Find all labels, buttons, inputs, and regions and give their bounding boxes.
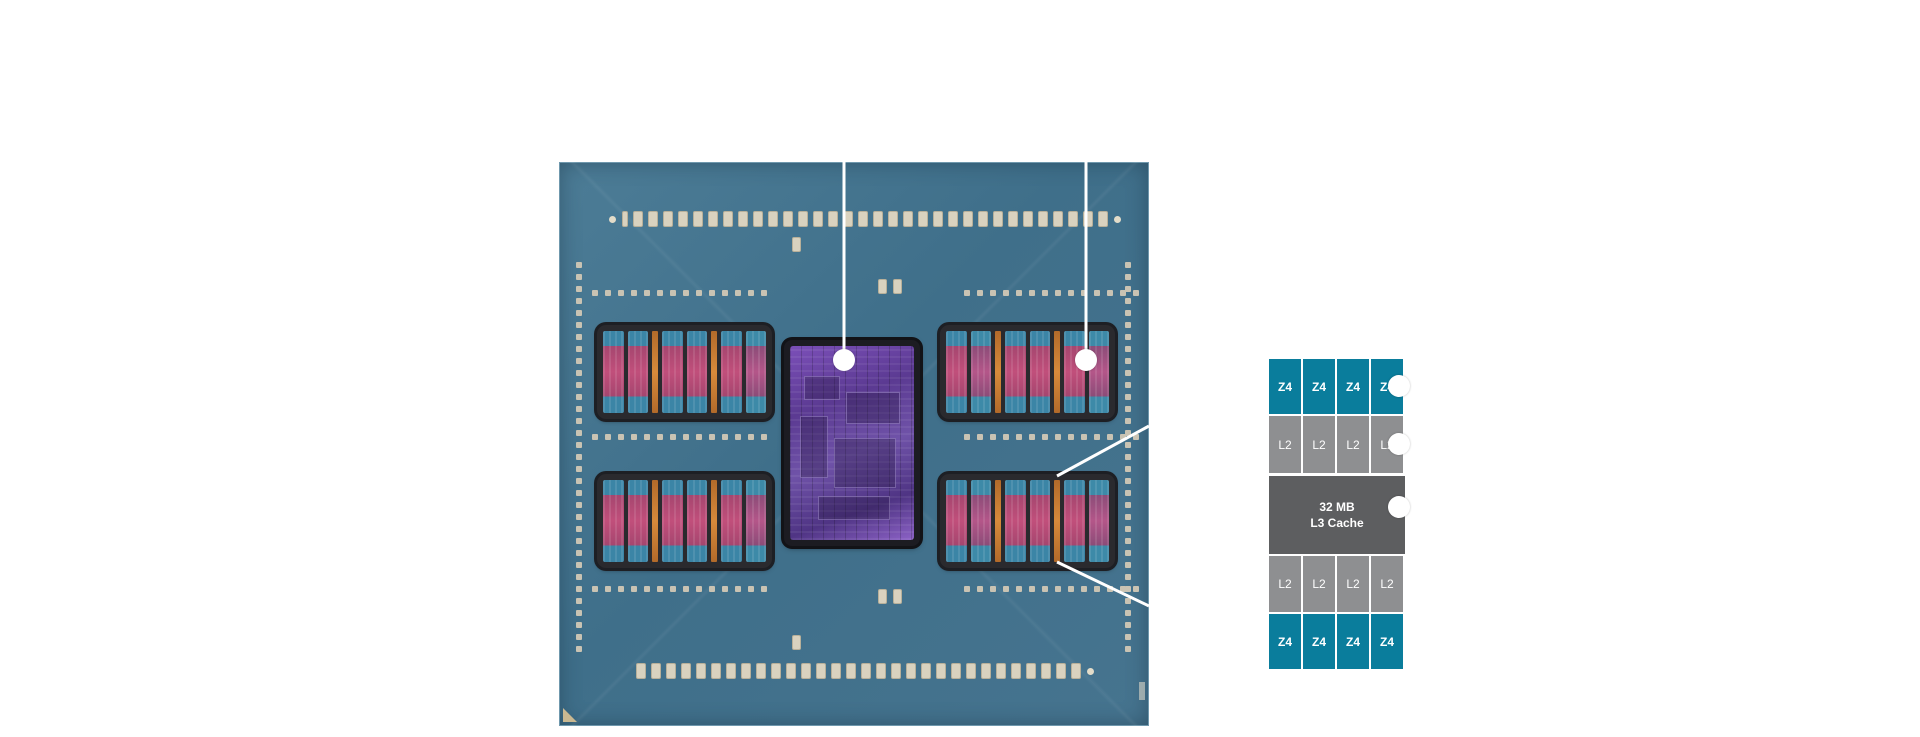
io-die	[784, 340, 920, 546]
core-row-top: Z4 Z4 Z4 Z4	[1269, 359, 1405, 414]
core-row-bottom: Z4 Z4 Z4 Z4	[1269, 614, 1405, 669]
capacitor-row	[964, 434, 1139, 440]
pad-pair	[879, 590, 901, 603]
pad-pair	[793, 636, 800, 649]
zoom-marker-l2	[1388, 433, 1410, 455]
l3-cache-block: 32 MB L3 Cache	[1269, 476, 1405, 554]
ccd-die-bottom-right	[940, 474, 1115, 568]
l2-cell: L2	[1303, 416, 1335, 473]
core-cell: Z4	[1269, 359, 1301, 414]
right-capacitor-column	[1125, 262, 1131, 652]
core-cell: Z4	[1269, 614, 1301, 669]
package-marking	[1139, 682, 1145, 700]
l2-cell: L2	[1337, 556, 1369, 612]
l2-cell: L2	[1269, 416, 1301, 473]
top-contact-row	[609, 212, 1121, 226]
pad-pair	[879, 280, 901, 293]
ccd-die-bottom-left	[597, 474, 772, 568]
zoom-connector-lower	[1056, 560, 1150, 608]
l2-cell: L2	[1371, 556, 1403, 612]
zoom-marker-core	[1388, 375, 1410, 397]
core-cell: Z4	[1303, 614, 1335, 669]
zoom-marker-l3	[1388, 496, 1410, 518]
l2-cell: L2	[1269, 556, 1301, 612]
l3-name-label: L3 Cache	[1310, 516, 1364, 530]
capacitor-row	[592, 290, 767, 296]
io-die-callout-marker	[833, 349, 855, 371]
left-capacitor-column	[576, 262, 582, 652]
ccd-die-top-left	[597, 325, 772, 419]
pad-pair	[793, 238, 800, 251]
zoom-connector-upper	[1056, 424, 1150, 478]
l2-cell: L2	[1337, 416, 1369, 473]
capacitor-row	[592, 586, 767, 592]
l2-row-lower: L2 L2 L2 L2	[1269, 556, 1405, 612]
l3-size-label: 32 MB	[1319, 500, 1355, 514]
core-cell: Z4	[1337, 359, 1369, 414]
pin1-marker	[563, 708, 577, 722]
capacitor-row	[592, 434, 767, 440]
capacitor-row	[964, 290, 1139, 296]
ccd-callout-marker	[1075, 349, 1097, 371]
ccd-zoom-diagram: Z4 Z4 Z4 Z4 L2 L2 L2 L2 32 MB L3 Cache L…	[1269, 359, 1410, 669]
core-cell: Z4	[1337, 614, 1369, 669]
l2-cell: L2	[1303, 556, 1335, 612]
core-cell: Z4	[1371, 614, 1403, 669]
l2-row-upper: L2 L2 L2 L2	[1269, 416, 1405, 473]
bottom-contact-row	[637, 664, 1094, 678]
ccd-die-top-right	[940, 325, 1115, 419]
core-cell: Z4	[1303, 359, 1335, 414]
